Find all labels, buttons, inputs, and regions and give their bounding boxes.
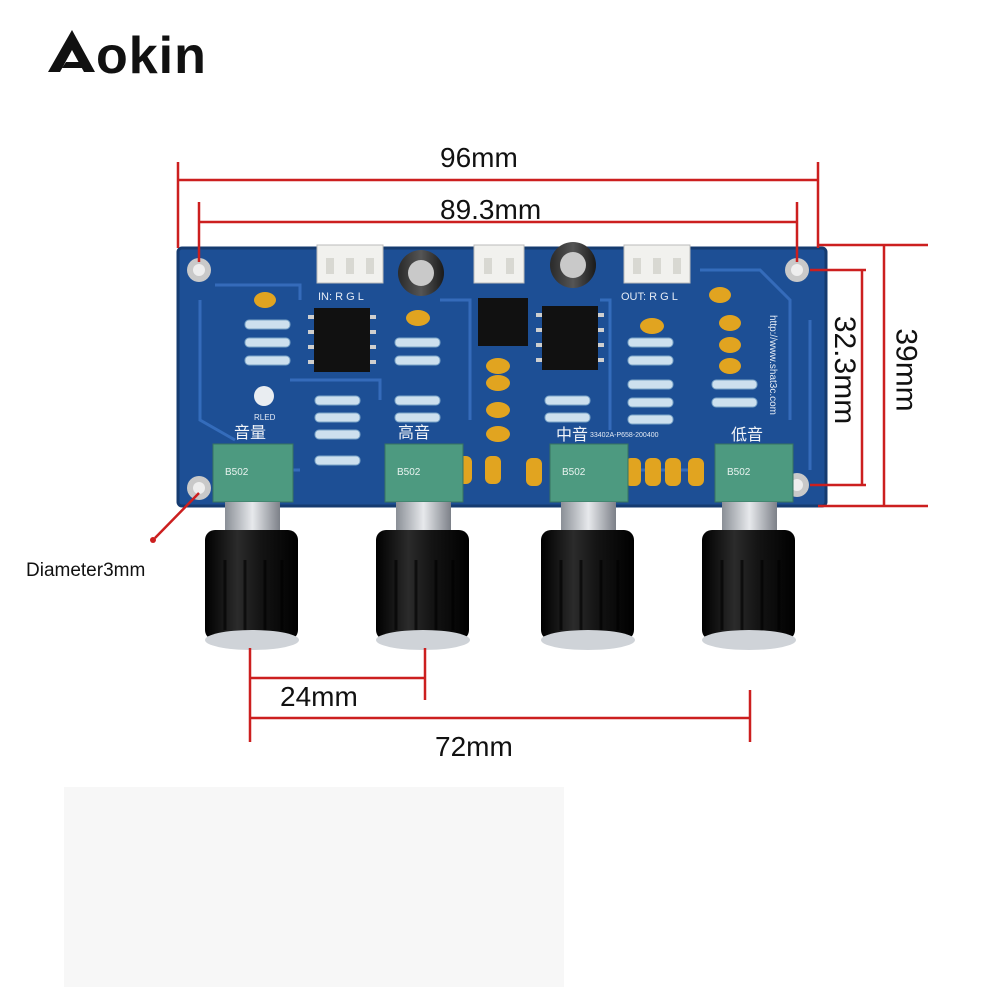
input-label: IN: R G L <box>318 291 364 303</box>
knob-mid <box>541 502 635 650</box>
brand-name: okin <box>96 27 207 85</box>
ceramic-capacitors <box>254 287 741 486</box>
ic-chips <box>308 298 604 372</box>
aokin-logo-icon <box>46 28 96 83</box>
knob-treble <box>376 502 470 650</box>
pot-code-1: B502 <box>225 467 249 478</box>
pot-code-3: B502 <box>562 467 586 478</box>
mid-label: 中音 <box>556 427 589 444</box>
knobs <box>205 502 796 650</box>
volume-label: 音量 <box>234 425 267 442</box>
dimension-lines <box>154 162 928 742</box>
hole-diameter-label: Diameter3mm <box>26 560 146 581</box>
red-pointer-dot-icon <box>150 537 156 543</box>
knob-volume <box>205 502 299 650</box>
total-width-label: 96mm <box>440 142 518 173</box>
brand-logo: okin <box>46 28 207 83</box>
connector-headers <box>316 244 691 284</box>
knob-span-label: 72mm <box>435 731 513 762</box>
mounting-holes <box>187 258 809 500</box>
hole-height-label: 32.3mm <box>828 315 862 425</box>
background-panel <box>64 787 564 987</box>
knob-spacing-label: 24mm <box>280 681 358 712</box>
knob-bass <box>702 502 796 650</box>
output-label: OUT: R G L <box>621 291 678 303</box>
potentiometers <box>212 443 794 503</box>
resistors <box>244 319 758 466</box>
electrolytic-capacitors <box>398 242 596 296</box>
led <box>254 386 274 406</box>
led-label: RLED <box>254 413 276 422</box>
pot-code-2: B502 <box>397 467 421 478</box>
url-label: http://www.shat3c.com <box>767 314 779 416</box>
part-number: 33402A-P658-200400 <box>590 432 659 439</box>
bass-label: 低音 <box>731 427 764 444</box>
pot-code-4: B502 <box>727 467 751 478</box>
treble-label: 高音 <box>398 425 431 442</box>
hole-width-label: 89.3mm <box>440 194 542 225</box>
total-height-label: 39mm <box>889 328 923 412</box>
